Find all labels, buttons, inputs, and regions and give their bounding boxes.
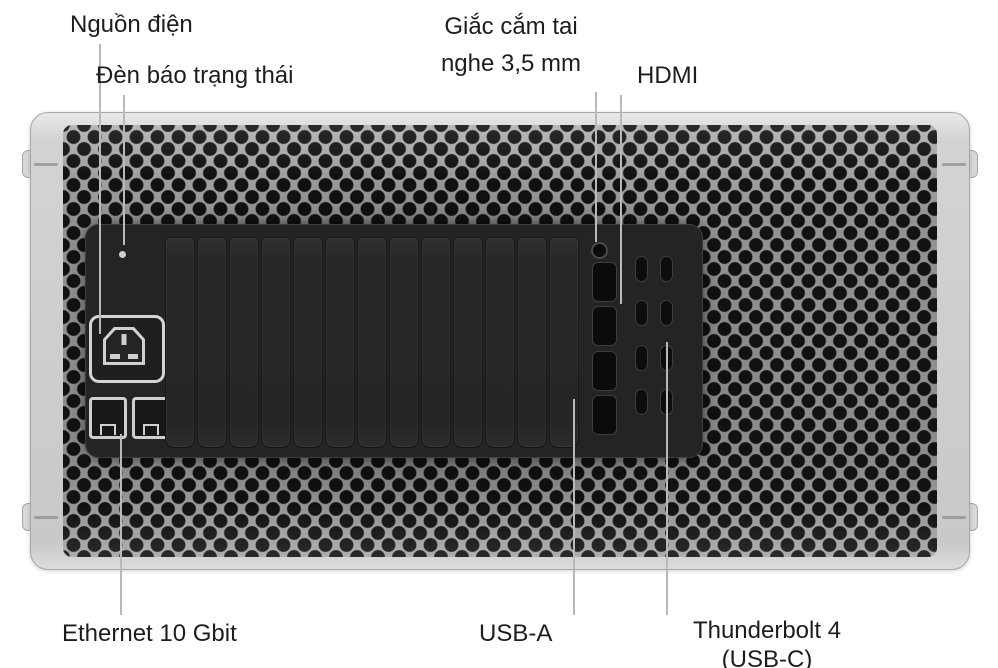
chassis-groove: [34, 516, 58, 519]
pcie-slot-cover: [165, 237, 195, 448]
power-pin: [128, 354, 138, 359]
label-thunderbolt: Thunderbolt 4 (USB-C): [671, 617, 863, 668]
chassis-groove: [34, 163, 58, 166]
label-hdmi: HDMI: [637, 62, 699, 89]
label-headphone-line1: Giắc cắm tai: [444, 13, 578, 40]
thunderbolt-port: [636, 390, 647, 414]
callout-line-headphone: [595, 92, 597, 242]
power-pin: [121, 334, 127, 345]
power-socket-opening: [103, 327, 145, 365]
power-socket: [89, 315, 165, 383]
thunderbolt-port: [636, 346, 647, 370]
ethernet-port: [89, 397, 127, 439]
power-pin: [110, 354, 120, 359]
label-status-light: Đèn báo trạng thái: [96, 62, 294, 89]
pcie-slot-cover: [229, 237, 259, 448]
thunderbolt-port: [661, 301, 672, 325]
label-ethernet: Ethernet 10 Gbit: [62, 620, 237, 647]
usb-a-port: [593, 396, 616, 434]
callout-line-ethernet: [120, 434, 122, 615]
label-power: Nguồn điện: [70, 11, 193, 38]
io-panel: [85, 224, 703, 458]
pcie-slot-covers: [165, 237, 579, 448]
pcie-slot-cover: [517, 237, 547, 448]
thunderbolt-ports: [85, 224, 703, 458]
thunderbolt-port: [661, 257, 672, 281]
pcie-slot-cover: [293, 237, 323, 448]
label-headphone-line2: nghe 3,5 mm: [440, 50, 582, 78]
hdmi-port: [593, 263, 616, 301]
pcie-slot-cover: [421, 237, 451, 448]
chassis-groove: [942, 163, 966, 166]
mac-pro-chassis: [30, 112, 970, 570]
label-usb-a: USB-A: [479, 620, 553, 647]
label-headphone-jack: Giắc cắm tai nghe 3,5 mm: [425, 8, 597, 82]
status-indicator-light: [119, 251, 126, 258]
ethernet-ports: [89, 397, 170, 439]
headphone-jack: [593, 244, 606, 257]
pcie-slot-cover: [389, 237, 419, 448]
thunderbolt-port: [636, 257, 647, 281]
callout-line-power: [99, 44, 101, 334]
usb-a-port: [593, 352, 616, 390]
pcie-slot-cover: [357, 237, 387, 448]
pcie-slot-cover: [261, 237, 291, 448]
pcie-slot-cover: [485, 237, 515, 448]
ethernet-port: [132, 397, 170, 439]
pcie-slot-cover: [197, 237, 227, 448]
hdmi-port: [593, 307, 616, 345]
callout-line-thunderbolt: [666, 342, 668, 615]
io-port-column: [593, 224, 616, 458]
label-thunderbolt-line2: (USB-C): [721, 645, 813, 668]
callout-line-status: [123, 95, 125, 245]
label-thunderbolt-line1: Thunderbolt 4: [692, 617, 842, 644]
pcie-slot-cover: [453, 237, 483, 448]
callout-line-hdmi: [620, 95, 622, 304]
pcie-slot-cover: [325, 237, 355, 448]
callout-line-usb-a: [573, 399, 575, 615]
chassis-groove: [942, 516, 966, 519]
thunderbolt-port: [636, 301, 647, 325]
